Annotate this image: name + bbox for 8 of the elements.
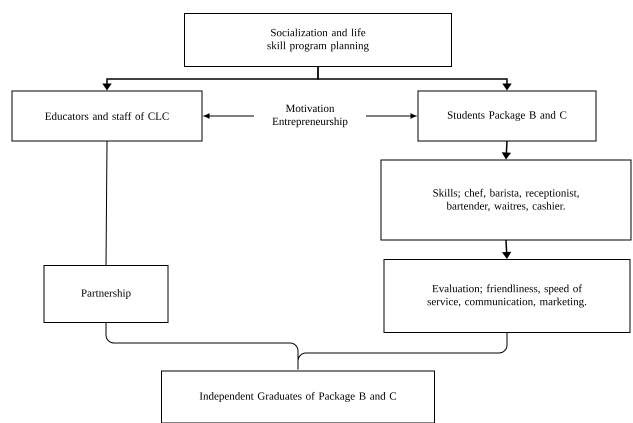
process-box: Socialization and life skill program planning (184, 13, 452, 67)
process-box: Evaluation; friendliness, speed of service, communication, marketing. (384, 259, 630, 333)
process-box: Students Package B and C (418, 90, 596, 142)
process-box: Educators and staff of CLC (12, 90, 202, 142)
edge-label: Motivation Entrepreneurship (254, 104, 366, 128)
process-box: Independent Graduates of Package B and C (161, 370, 435, 423)
process-box: Partnership (44, 265, 168, 323)
process-box: Skills; chef, barista, receptionist, bartender, waitres, cashier. (380, 160, 632, 240)
